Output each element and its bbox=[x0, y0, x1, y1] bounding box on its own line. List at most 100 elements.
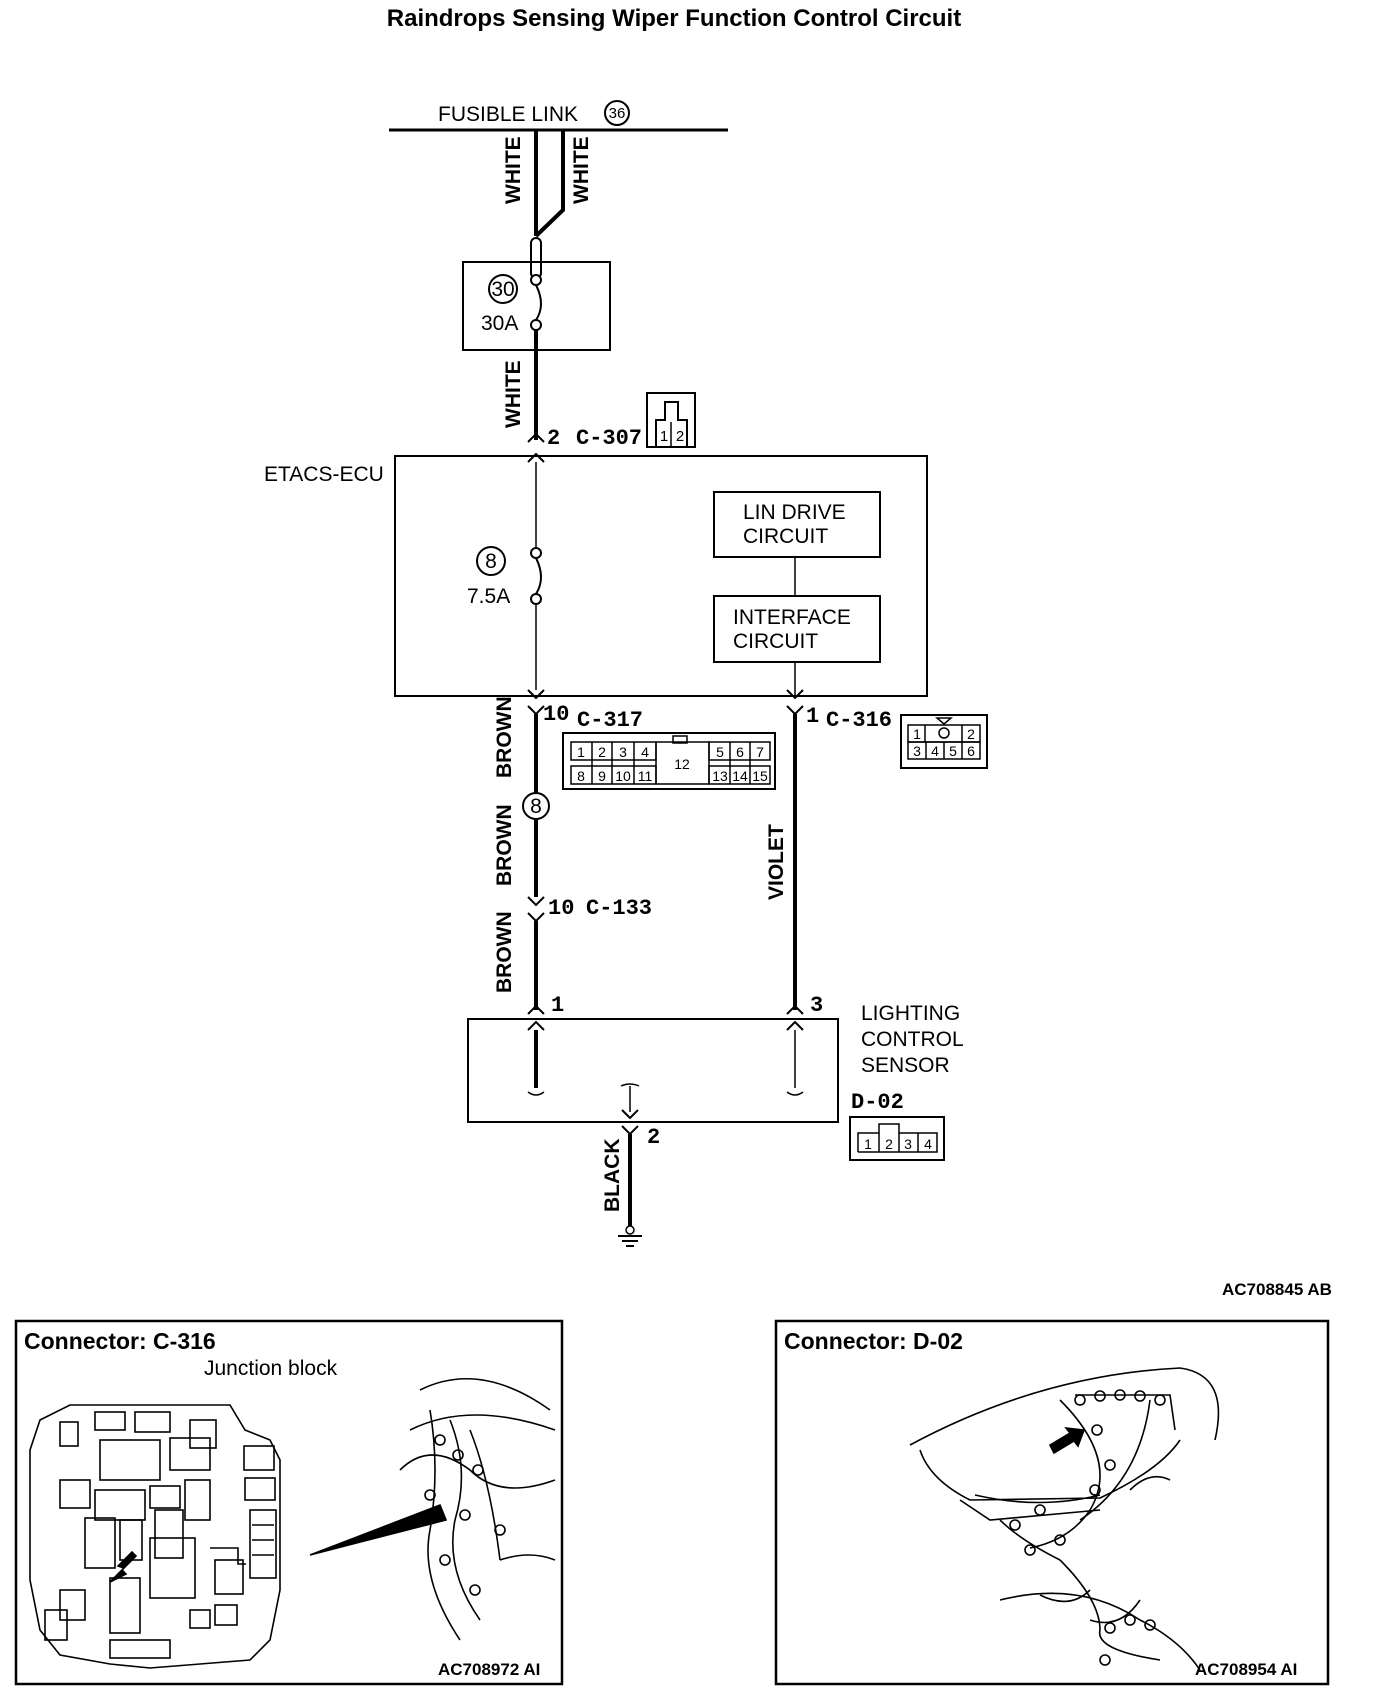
sensor-label-line-3: SENSOR bbox=[861, 1054, 950, 1077]
fusible-link-number-circle bbox=[604, 100, 630, 126]
c307-key bbox=[655, 401, 688, 447]
c133-arrow-top bbox=[527, 896, 545, 907]
lin-drive-line-1: LIN DRIVE bbox=[743, 501, 846, 524]
d02-connector-pins bbox=[857, 1123, 938, 1153]
c316-pin-4: 4 bbox=[931, 743, 939, 759]
c316-connector-pins bbox=[907, 717, 981, 760]
sensor-internal-violet-end bbox=[786, 1091, 804, 1096]
panel-d02-title: Connector: D-02 bbox=[784, 1328, 963, 1354]
vehicle-roof-illustration bbox=[909, 1367, 1220, 1671]
panel-c316-subtitle: Junction block bbox=[204, 1357, 338, 1380]
sensor-internal-ground-end bbox=[620, 1083, 640, 1087]
fusible-link-label: FUSIBLE LINK bbox=[438, 103, 578, 126]
panel-d02 bbox=[774, 1319, 1330, 1686]
fuse-30-number: 30 bbox=[491, 278, 514, 301]
c316-name: C-316 bbox=[826, 708, 892, 733]
c316-pin-6: 6 bbox=[967, 743, 975, 759]
c317-pin-5: 5 bbox=[716, 744, 724, 760]
wire-label-white-a: WHITE bbox=[502, 136, 525, 204]
fuse-30-terminal-top bbox=[530, 274, 542, 286]
diagram-title: Raindrops Sensing Wiper Function Control… bbox=[387, 5, 961, 32]
fuse-8-number: 8 bbox=[485, 550, 497, 573]
c316-pin-1: 1 bbox=[913, 726, 921, 742]
c317-pin-9: 9 bbox=[598, 768, 606, 784]
d02-pin-3: 3 bbox=[904, 1136, 912, 1152]
c317-name: C-317 bbox=[577, 708, 643, 733]
sensor-pin3-arrow-bottom bbox=[786, 1020, 804, 1031]
c307-pin: 2 bbox=[547, 426, 560, 451]
c317-pin-8: 8 bbox=[577, 768, 585, 784]
panel-c316-code: AC708972 AI bbox=[438, 1660, 540, 1679]
junction-block-illustration bbox=[29, 1377, 556, 1669]
c317-pin-7: 7 bbox=[756, 744, 764, 760]
d02-pin-4: 4 bbox=[924, 1136, 932, 1152]
white-wire-right bbox=[534, 131, 565, 238]
c307-arrow-bottom bbox=[527, 452, 545, 463]
c317-pin-10: 10 bbox=[615, 768, 631, 784]
c307-arrow-top bbox=[527, 432, 545, 443]
fusible-link-number: 36 bbox=[609, 105, 626, 122]
c307-pin-1: 1 bbox=[660, 428, 668, 445]
c317-pin-6: 6 bbox=[736, 744, 744, 760]
d02-pin-2: 2 bbox=[885, 1136, 893, 1152]
fuse-30-number-circle bbox=[488, 274, 518, 304]
sensor-pin1-arrow-top bbox=[527, 1004, 545, 1015]
c307-name: C-307 bbox=[576, 426, 642, 451]
c316-connector-face bbox=[900, 714, 988, 769]
diagram-code: AC708845 AB bbox=[1222, 1280, 1332, 1299]
sensor-internal-brown-end bbox=[527, 1091, 545, 1096]
c316-pin-3: 3 bbox=[913, 743, 921, 759]
fuse-30-element bbox=[535, 284, 542, 321]
panel-c316 bbox=[14, 1319, 564, 1686]
c316-arrow-top bbox=[786, 689, 804, 700]
d02-connector-face bbox=[849, 1116, 945, 1161]
etacs-ecu-box bbox=[394, 455, 928, 697]
c316-pin: 1 bbox=[806, 704, 819, 729]
sensor-pin-brown: 1 bbox=[551, 993, 564, 1018]
wire-label-violet: VIOLET bbox=[765, 824, 788, 900]
c317-pin-2: 2 bbox=[598, 744, 606, 760]
sensor-label-line-2: CONTROL bbox=[861, 1028, 964, 1051]
sensor-pin3-arrow-top bbox=[786, 1004, 804, 1015]
sensor-pin-ground: 2 bbox=[647, 1125, 660, 1150]
c317-connector-face bbox=[562, 732, 776, 790]
interface-line-1: INTERFACE bbox=[733, 606, 851, 629]
connector-pill bbox=[530, 237, 542, 279]
c317-connector-pins bbox=[570, 735, 771, 785]
wire-label-white-b: WHITE bbox=[570, 136, 593, 204]
c133-name: C-133 bbox=[586, 896, 652, 921]
ground-arrow-bottom bbox=[621, 1125, 639, 1136]
c317-pin-3: 3 bbox=[619, 744, 627, 760]
sensor-label-line-1: LIGHTING bbox=[861, 1002, 960, 1025]
sensor-pin1-arrow-bottom bbox=[527, 1020, 545, 1031]
c317-pin-11: 11 bbox=[638, 768, 653, 784]
fuse-30-terminal-bottom bbox=[530, 319, 542, 331]
fuse-8-rating: 7.5A bbox=[467, 585, 510, 608]
c317-arrow-top bbox=[527, 689, 545, 700]
c307-pin-2: 2 bbox=[676, 428, 684, 445]
c317-pin-1: 1 bbox=[577, 744, 585, 760]
lin-drive-line-2: CIRCUIT bbox=[743, 525, 828, 548]
ground-symbol bbox=[618, 1225, 642, 1247]
etacs-ecu-label: ETACS-ECU bbox=[264, 463, 384, 486]
fuse-30-rating: 30A bbox=[481, 312, 518, 335]
wire-label-black: BLACK bbox=[601, 1139, 624, 1213]
fuse-8-terminal-bottom bbox=[530, 593, 542, 605]
wire-label-brown-c: BROWN bbox=[493, 911, 516, 993]
c317-arrow-bottom bbox=[527, 705, 545, 716]
interface-circuit-box bbox=[713, 595, 881, 663]
c317-pin: 10 bbox=[543, 702, 569, 727]
panel-d02-code: AC708954 AI bbox=[1195, 1660, 1297, 1679]
fuse-8-terminal-top bbox=[530, 547, 542, 559]
c317-pin-13: 13 bbox=[712, 768, 728, 784]
interface-line-2: CIRCUIT bbox=[733, 630, 818, 653]
splice-8-number: 8 bbox=[530, 795, 542, 818]
wire-label-brown-b: BROWN bbox=[493, 804, 516, 886]
sensor-pin-violet: 3 bbox=[810, 993, 823, 1018]
wire-label-brown-a: BROWN bbox=[493, 696, 516, 778]
d02-name: D-02 bbox=[851, 1090, 904, 1115]
c133-arrow-bottom bbox=[527, 912, 545, 923]
c316-pin-2: 2 bbox=[967, 726, 975, 742]
c317-pin-12: 12 bbox=[674, 756, 690, 772]
